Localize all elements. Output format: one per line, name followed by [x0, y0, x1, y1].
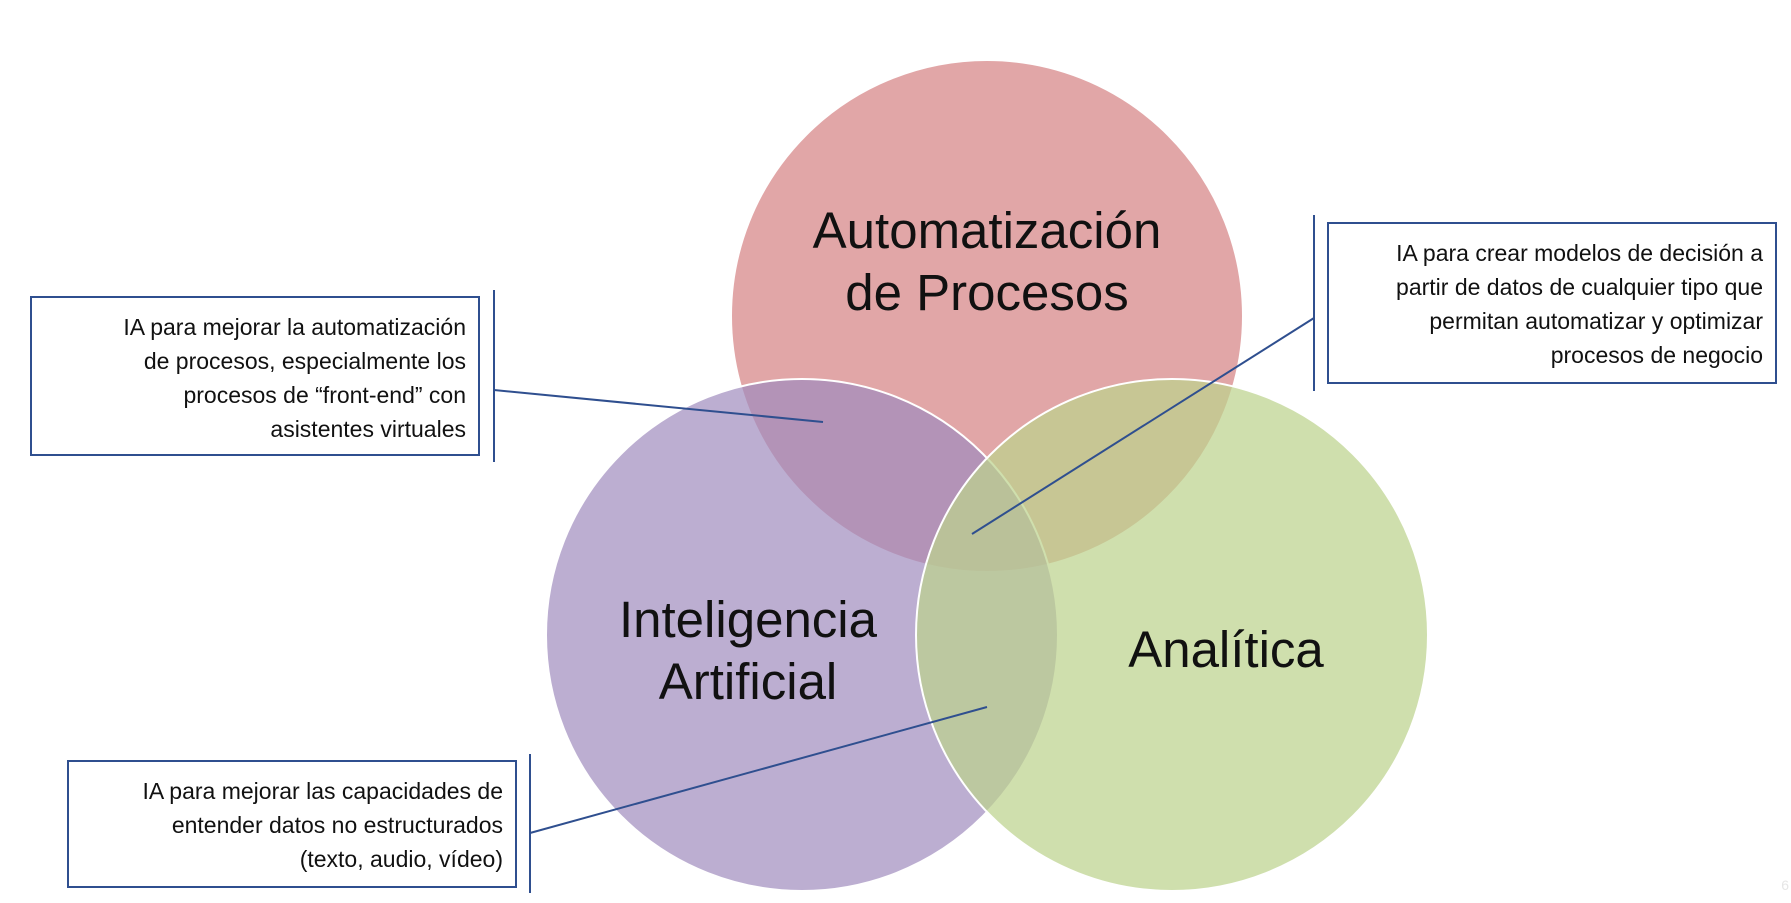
connector-top-left	[493, 389, 824, 423]
callout-top-left-line-4: asistentes virtuales	[270, 416, 466, 442]
callout-top-right-line-1: IA para crear modelos de decisión a	[1396, 240, 1763, 266]
connector-top-right	[971, 317, 1315, 535]
label-analitica: Analítica	[1128, 621, 1324, 678]
callout-top-left-line-1: IA para mejorar la automatización	[123, 314, 466, 340]
connector-bottom-left	[529, 706, 988, 834]
callout-top-left-line-2: de procesos, especialmente los	[143, 348, 466, 374]
slide-number: 6	[1781, 877, 1789, 893]
callout-top-right-line-4: procesos de negocio	[1550, 342, 1763, 368]
callout-bottom-left: IA para mejorar las capacidades de enten…	[67, 760, 517, 888]
callout-top-right: IA para crear modelos de decisión a part…	[1327, 222, 1777, 384]
callout-bottom-left-line-2: entender datos no estructurados	[171, 812, 503, 838]
callout-top-left-line-3: procesos de “front-end” con	[183, 382, 466, 408]
label-de-procesos: de Procesos	[845, 264, 1129, 321]
label-artificial: Artificial	[659, 653, 838, 710]
label-automatizacion: Automatización	[813, 202, 1162, 259]
callout-top-left: IA para mejorar la automatización de pro…	[30, 296, 480, 456]
callout-bottom-left-line-3: (texto, audio, vídeo)	[299, 846, 503, 872]
circle-analitica	[915, 378, 1429, 892]
callout-top-right-line-3: permitan automatizar y optimizar	[1429, 308, 1763, 334]
label-inteligencia: Inteligencia	[619, 591, 878, 648]
callout-top-right-line-2: partir de datos de cualquier tipo que	[1396, 274, 1763, 300]
callout-bottom-left-line-1: IA para mejorar las capacidades de	[142, 778, 503, 804]
